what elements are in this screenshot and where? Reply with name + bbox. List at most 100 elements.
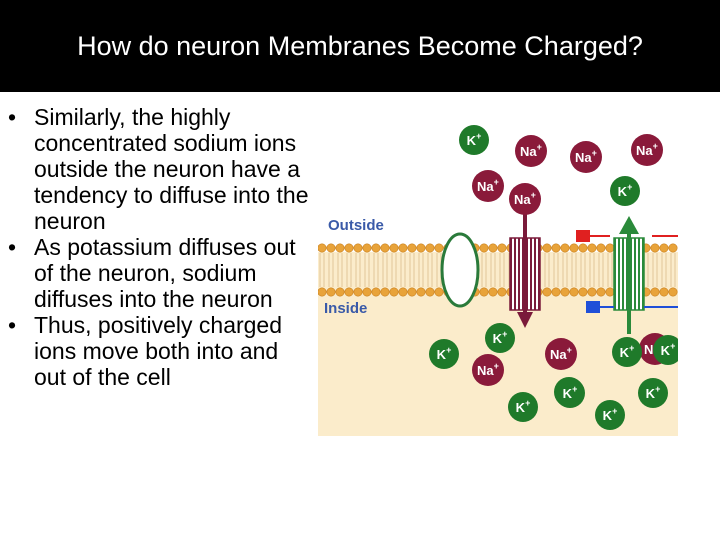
- lipid-head: [434, 287, 444, 297]
- sodium-channel: [509, 214, 541, 328]
- potassium-ion: K+: [459, 125, 489, 155]
- lipid-head: [650, 243, 660, 253]
- bullet-text: Similarly, the highly concentrated sodiu…: [34, 104, 309, 234]
- potassium-ion: K+: [638, 378, 668, 408]
- sodium-ion: Na+: [515, 135, 547, 167]
- lipid-head: [587, 287, 597, 297]
- bullet-dot: •: [8, 312, 17, 338]
- bullet-text: As potassium diffuses out of the neuron,…: [34, 234, 296, 312]
- lipid-head: [398, 243, 408, 253]
- lipid-head: [650, 287, 660, 297]
- bullet-item: • Similarly, the highly concentrated sodi…: [6, 104, 311, 234]
- ion-label: Na+: [550, 345, 572, 362]
- sodium-ion: Na+: [545, 338, 577, 370]
- lipid-head: [560, 243, 570, 253]
- lipid-head: [318, 287, 327, 297]
- lipid-head: [434, 243, 444, 253]
- inward-arrow-icon: [517, 312, 533, 328]
- ion-label: Na+: [520, 142, 542, 159]
- ion-group: K+Na+Na+Na+Na+Na+K+K+K+Na+Na+K+K+Na+K+K+…: [429, 125, 678, 430]
- bullet-list: • Similarly, the highly concentrated sodi…: [6, 104, 311, 390]
- lipid-head: [497, 287, 507, 297]
- lipid-head: [596, 243, 606, 253]
- lipid-head: [416, 243, 426, 253]
- lipid-head: [551, 243, 561, 253]
- lipid-head: [407, 243, 417, 253]
- potassium-ion: K+: [429, 339, 459, 369]
- lipid-head: [380, 243, 390, 253]
- potassium-ion: K+: [612, 337, 642, 367]
- blue-marker: [586, 301, 600, 313]
- sodium-ion: Na+: [570, 141, 602, 173]
- bullet-item: • Thus, positively charged ions move both…: [6, 312, 311, 390]
- lipid-head: [335, 243, 345, 253]
- lipid-head: [362, 287, 372, 297]
- lipid-head: [425, 243, 435, 253]
- lipid-head: [596, 287, 606, 297]
- lipid-head: [389, 243, 399, 253]
- lipid-head: [578, 243, 588, 253]
- slide-title: How do neuron Membranes Become Charged?: [77, 31, 643, 61]
- bullet-dot: •: [8, 104, 17, 130]
- lipid-head: [479, 243, 489, 253]
- potassium-ion: K+: [508, 392, 538, 422]
- potassium-channel: [613, 216, 645, 334]
- sodium-ion: Na+: [509, 183, 541, 215]
- bullet-text: Thus, positively charged ions move both …: [34, 312, 283, 390]
- ion-label: Na+: [477, 177, 499, 194]
- lipid-head: [353, 243, 363, 253]
- lipid-head: [569, 243, 579, 253]
- lipid-head: [578, 287, 588, 297]
- lipid-head: [344, 287, 354, 297]
- lipid-head: [362, 243, 372, 253]
- sodium-ion: Na+: [472, 170, 504, 202]
- lipid-head: [542, 243, 552, 253]
- potassium-ion: K+: [653, 335, 678, 365]
- lipid-head: [389, 287, 399, 297]
- ion-label: Na+: [636, 141, 658, 158]
- lipid-head: [326, 287, 336, 297]
- lipid-head: [605, 243, 615, 253]
- lipid-head: [587, 243, 597, 253]
- lipid-head: [407, 287, 417, 297]
- lipid-head: [371, 287, 381, 297]
- lipid-head: [416, 287, 426, 297]
- lipid-head: [497, 243, 507, 253]
- lipid-head: [668, 287, 678, 297]
- lipid-head: [569, 287, 579, 297]
- potassium-ion: K+: [610, 176, 640, 206]
- lipid-head: [659, 243, 669, 253]
- lipid-head: [668, 243, 678, 253]
- lipid-head: [659, 287, 669, 297]
- sodium-ion: Na+: [631, 134, 663, 166]
- bullet-item: • As potassium diffuses out of the neuron…: [6, 234, 311, 312]
- ion-label: Na+: [514, 190, 536, 207]
- lipid-head: [488, 287, 498, 297]
- outward-arrow-icon: [619, 216, 639, 234]
- lipid-head: [371, 243, 381, 253]
- lipid-head: [605, 287, 615, 297]
- lipid-head: [335, 287, 345, 297]
- ion-label: Na+: [575, 148, 597, 165]
- inside-label: Inside: [324, 300, 367, 317]
- lipid-head: [425, 287, 435, 297]
- potassium-ion: K+: [595, 400, 625, 430]
- title-bar: How do neuron Membranes Become Charged?: [0, 0, 720, 92]
- lipid-head: [353, 287, 363, 297]
- lipid-head: [318, 243, 327, 253]
- outside-label: Outside: [328, 217, 384, 234]
- sodium-ion: Na+: [472, 354, 504, 386]
- lipid-head: [560, 287, 570, 297]
- leak-channel: [440, 232, 480, 308]
- bullet-dot: •: [8, 234, 17, 260]
- lipid-head: [542, 287, 552, 297]
- membrane-diagram: Outside Inside K+Na+Na+Na+Na+Na+K+K+K+Na…: [318, 102, 678, 436]
- lipid-head: [551, 287, 561, 297]
- lipid-head: [398, 287, 408, 297]
- lipid-head: [326, 243, 336, 253]
- potassium-ion: K+: [485, 323, 515, 353]
- potassium-ion: K+: [555, 378, 585, 408]
- lipid-head: [344, 243, 354, 253]
- red-marker: [576, 230, 590, 242]
- lipid-head: [488, 243, 498, 253]
